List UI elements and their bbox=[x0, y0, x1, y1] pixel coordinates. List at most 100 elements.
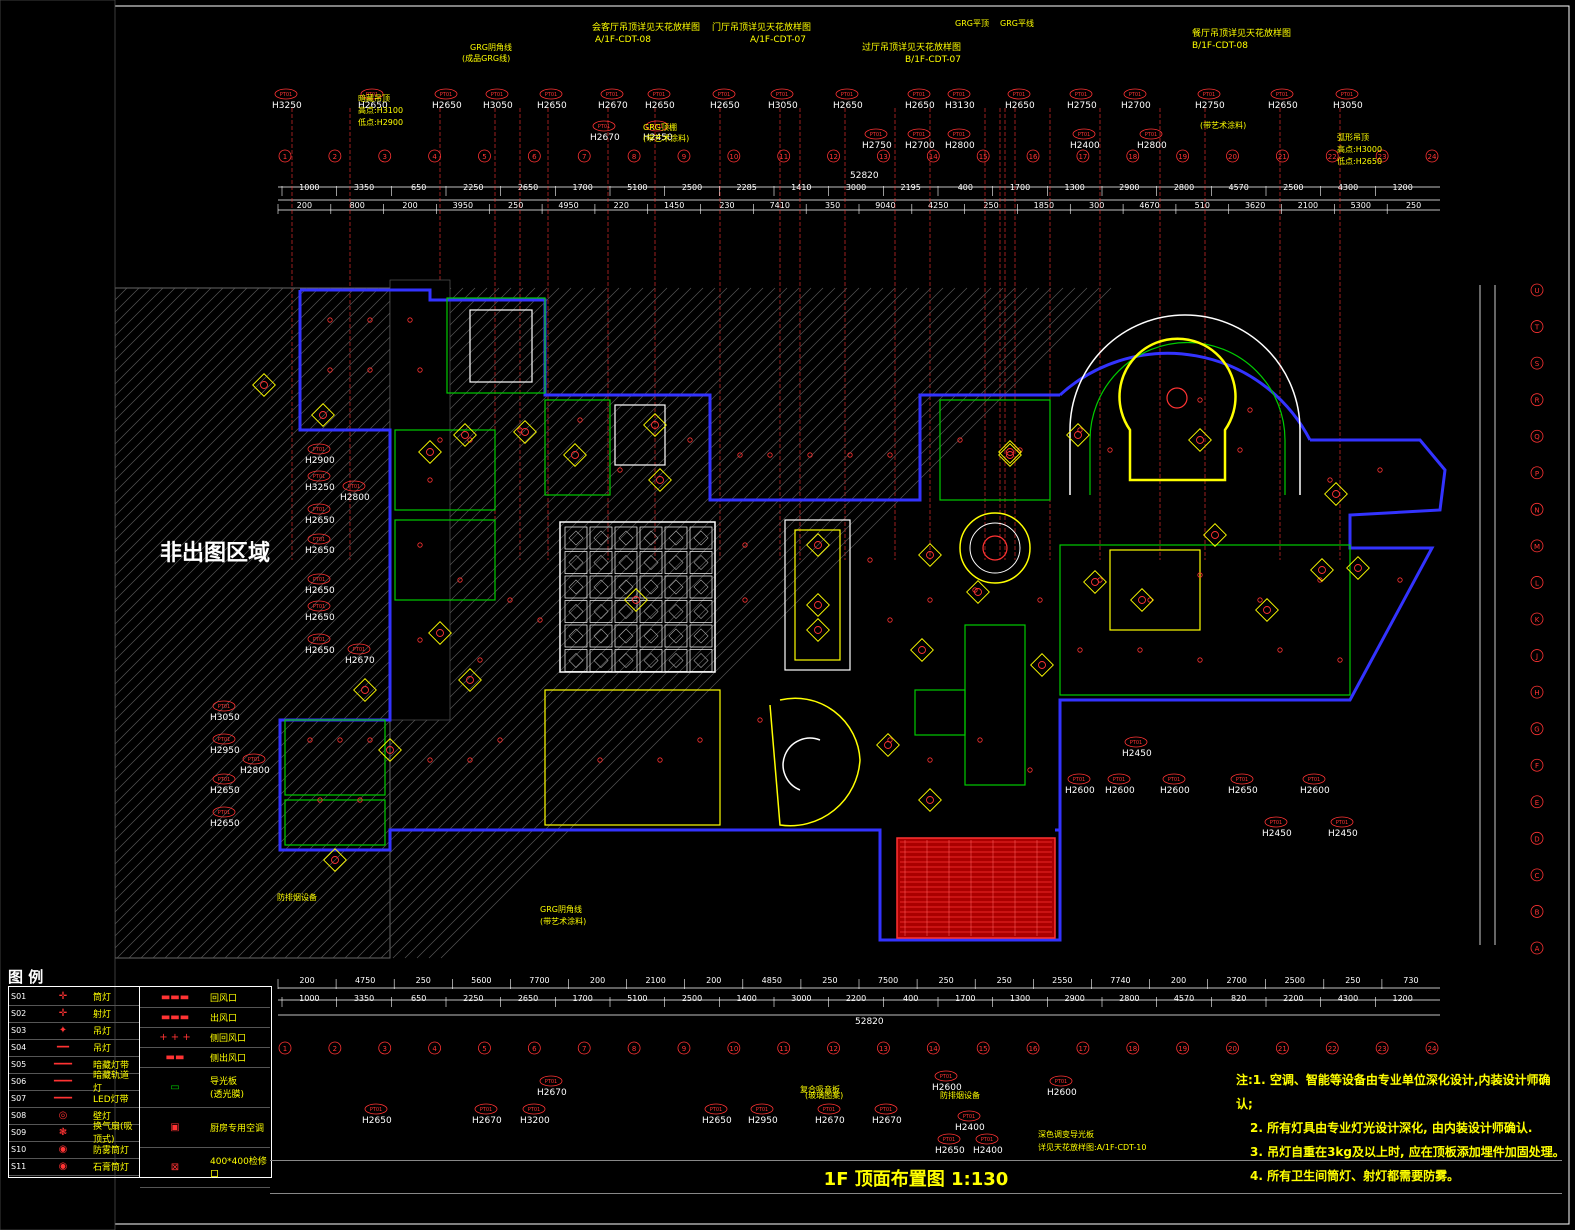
svg-text:弧形吊顶: 弧形吊顶 bbox=[1337, 132, 1369, 142]
pendant-diamond bbox=[1203, 523, 1227, 547]
pendant-lights bbox=[252, 373, 1370, 872]
height-value: H2450 bbox=[1262, 829, 1292, 839]
dim-value: 2100 bbox=[645, 976, 665, 985]
tag-code: PT01 bbox=[480, 1107, 492, 1113]
legend-item: ▬▬侧出风口 bbox=[140, 1047, 270, 1068]
legend-item: ▭ 导光板 (透光膜) bbox=[140, 1067, 270, 1108]
bottom-height-tags: PT01H2650PT01H2670PT01H3200PT01H2670PT01… bbox=[362, 1070, 1077, 1156]
pendant-diamond bbox=[563, 443, 587, 467]
legend-item: S04━━吊灯 bbox=[9, 1038, 139, 1057]
height-value: H2670 bbox=[590, 133, 620, 143]
pendant-diamond bbox=[643, 413, 667, 437]
grid-label: 7 bbox=[582, 1045, 586, 1053]
pendant-diamond bbox=[453, 423, 477, 447]
pendant-diamond bbox=[323, 848, 347, 872]
height-value: H2650 bbox=[305, 613, 335, 623]
grid-label: 24 bbox=[1428, 153, 1437, 161]
height-value: H2700 bbox=[905, 141, 935, 151]
title-block: 1F 顶面布置图 1:130 bbox=[270, 1160, 1562, 1194]
downlight bbox=[742, 542, 748, 548]
grid-label: 19 bbox=[1178, 153, 1187, 161]
dim-value: 2650 bbox=[518, 994, 538, 1003]
dim-value: 4300 bbox=[1338, 183, 1358, 192]
legend-label: 400*400检修口 bbox=[210, 1157, 267, 1180]
height-value: H2950 bbox=[210, 746, 240, 756]
pendant-diamond bbox=[998, 443, 1022, 467]
legend-label: 暗藏轨道灯 bbox=[93, 1071, 130, 1094]
grid-bubble bbox=[926, 1041, 940, 1055]
pendant-diamond bbox=[311, 403, 335, 427]
legend-label: 导光板 (透光膜) bbox=[210, 1077, 245, 1100]
grid-label: 23 bbox=[1378, 1045, 1387, 1053]
height-value: H2800 bbox=[945, 141, 975, 151]
height-value: H2650 bbox=[210, 819, 240, 829]
legend-label: 回风口 bbox=[210, 993, 238, 1004]
tag-code: PT01 bbox=[1078, 132, 1090, 138]
grid-bubble bbox=[1026, 149, 1040, 163]
dim-value: 5100 bbox=[627, 994, 647, 1003]
legend-code: S09 bbox=[11, 1127, 27, 1137]
downlight bbox=[867, 557, 873, 563]
height-value: H2450 bbox=[643, 133, 673, 143]
height-tag-bubble bbox=[274, 88, 298, 100]
legend-symbol: ━━━ bbox=[53, 1058, 73, 1070]
downlight bbox=[977, 737, 983, 743]
top-callouts: 会客厅吊顶详见天花放样图 A/1F-CDT-08 门厅吊顶详见天花放样图 A/1… bbox=[592, 21, 1291, 65]
grid-label: 12 bbox=[829, 1045, 838, 1053]
downlight bbox=[427, 477, 433, 483]
downlight bbox=[697, 737, 703, 743]
ceiling-lights bbox=[307, 317, 1403, 803]
tag-code: PT01 bbox=[710, 1107, 722, 1113]
downlight bbox=[737, 452, 743, 458]
dim-value: 1700 bbox=[572, 994, 592, 1003]
tag-code: PT01 bbox=[880, 1107, 892, 1113]
tag-code: PT01 bbox=[491, 92, 503, 98]
note-4: 4. 所有卫生间筒灯、射灯都需要防雾。 bbox=[1250, 1169, 1460, 1183]
grid-bubble bbox=[1530, 649, 1544, 662]
dim-value: 3620 bbox=[1245, 201, 1265, 210]
pendant-center bbox=[571, 451, 579, 459]
pendant-center bbox=[361, 686, 369, 694]
height-tag-bubble bbox=[874, 1103, 898, 1115]
legend-symbol: ━━━ bbox=[53, 1075, 73, 1087]
tag-code: PT01 bbox=[756, 1107, 768, 1113]
height-tag-bubble bbox=[600, 88, 624, 100]
misc-labels: GRG阴角线 (成品GRG线) 暗藏吊顶 高点:H3100 低点:H2900 G… bbox=[277, 18, 1382, 1152]
dim-value: 400 bbox=[958, 183, 973, 192]
height-tag-bubble bbox=[975, 1133, 999, 1145]
tag-code: PT01 bbox=[1013, 92, 1025, 98]
pendant-diamond bbox=[1255, 598, 1279, 622]
tag-code: PT01 bbox=[1129, 92, 1141, 98]
note-2: 2. 所有灯具由专业灯光设计深化, 由内装设计师确认. bbox=[1250, 1121, 1533, 1135]
dim-value: 4850 bbox=[762, 976, 782, 985]
downlight bbox=[972, 587, 978, 593]
grid-bubble bbox=[1530, 831, 1544, 845]
dim-value: 3000 bbox=[791, 994, 811, 1003]
pendant-center bbox=[651, 421, 659, 429]
dim-value: 2100 bbox=[1298, 201, 1318, 210]
callout-dining: 餐厅吊顶详见天花放样图 bbox=[1192, 27, 1291, 39]
legend-label: 厨房专用空调 bbox=[210, 1123, 265, 1134]
grid-bubble bbox=[976, 149, 990, 163]
tag-code: PT01 bbox=[313, 537, 325, 543]
height-tag-bubble bbox=[307, 443, 331, 455]
svg-text:高点:H3000: 高点:H3000 bbox=[1337, 144, 1382, 154]
grid-bubble bbox=[1176, 149, 1190, 163]
tag-code: PT01 bbox=[1130, 740, 1142, 746]
downlight bbox=[317, 797, 323, 803]
grid-bubble bbox=[1275, 1041, 1289, 1055]
legend-symbol: ▭ bbox=[170, 1081, 180, 1093]
grid-bubble bbox=[1530, 393, 1544, 407]
grid-bubble bbox=[1076, 149, 1090, 163]
height-value: H2650 bbox=[362, 1116, 392, 1126]
dim-value: 650 bbox=[411, 994, 426, 1003]
grid-bubble bbox=[328, 149, 342, 163]
downlight bbox=[417, 542, 423, 548]
pendant-diamond bbox=[966, 580, 990, 604]
grid-bubble bbox=[278, 1041, 292, 1055]
height-tag-bubble bbox=[307, 503, 331, 515]
